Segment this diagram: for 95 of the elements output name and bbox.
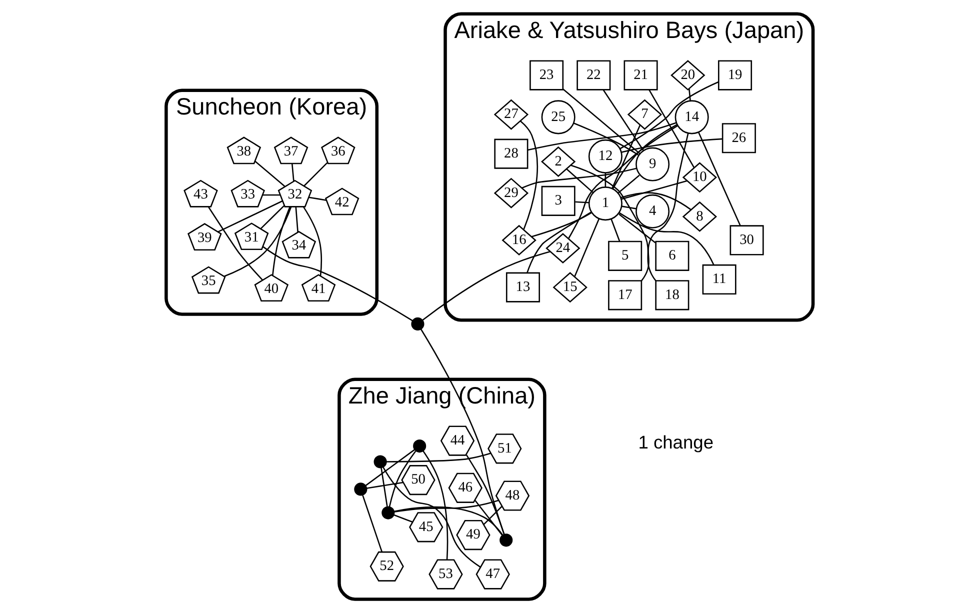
connector xyxy=(380,467,388,506)
node-circle: 12 xyxy=(588,139,622,174)
connector xyxy=(520,120,538,230)
connector xyxy=(573,122,639,156)
connector xyxy=(224,206,292,277)
legend-label: 1 change xyxy=(638,432,714,453)
node-box: 19 xyxy=(718,60,752,90)
connector xyxy=(420,328,504,535)
node-box: 26 xyxy=(721,123,756,154)
connector xyxy=(617,174,640,194)
node-box: 21 xyxy=(623,60,658,90)
connector xyxy=(568,125,678,239)
connector xyxy=(620,180,687,200)
node-box: 17 xyxy=(608,280,642,310)
node-box: 22 xyxy=(576,60,610,90)
node-box: 30 xyxy=(729,225,764,256)
connector xyxy=(208,206,262,280)
connector xyxy=(610,218,620,242)
node-circle xyxy=(373,455,386,468)
node-circle xyxy=(412,439,426,453)
node-box: 23 xyxy=(529,60,564,90)
node-diamond: 10 xyxy=(682,162,717,193)
connector xyxy=(393,514,412,522)
node-circle: 1 xyxy=(588,186,622,221)
connector xyxy=(688,88,690,101)
node-box: 18 xyxy=(654,280,689,310)
node-diamond: 16 xyxy=(501,224,536,256)
connector xyxy=(294,206,298,232)
connector xyxy=(394,500,498,512)
connector xyxy=(382,466,480,568)
connector xyxy=(422,250,550,321)
connector xyxy=(574,201,588,204)
node-diamond: 29 xyxy=(493,178,528,208)
connector xyxy=(254,160,285,187)
connector xyxy=(364,449,414,486)
connector xyxy=(362,495,382,552)
connector xyxy=(302,206,322,276)
connector xyxy=(482,506,502,526)
node-circle xyxy=(499,534,512,547)
connector xyxy=(640,133,688,282)
node-diamond: 15 xyxy=(552,272,587,303)
connector xyxy=(422,450,448,560)
node-box: 13 xyxy=(505,272,540,302)
connector xyxy=(620,138,722,153)
node-box: 3 xyxy=(540,186,575,216)
connector xyxy=(526,211,592,274)
connector xyxy=(618,214,656,244)
node-circle xyxy=(354,482,367,496)
connector xyxy=(262,194,280,196)
connector xyxy=(566,168,594,194)
connector xyxy=(366,482,403,489)
connector xyxy=(303,162,328,186)
node-box: 6 xyxy=(654,240,689,271)
connector xyxy=(619,81,718,150)
connector xyxy=(604,173,606,188)
connector xyxy=(521,168,636,189)
node-circle: 14 xyxy=(674,100,708,134)
node-circle xyxy=(381,506,394,520)
node-diamond: 24 xyxy=(545,233,580,264)
node-diamond: 8 xyxy=(682,201,717,232)
connector xyxy=(272,206,290,276)
node-box: 5 xyxy=(608,240,642,271)
connector xyxy=(570,164,656,282)
connector xyxy=(531,212,592,238)
connector xyxy=(648,89,694,168)
connector xyxy=(611,124,640,189)
connector xyxy=(262,246,412,322)
connector xyxy=(612,124,677,189)
connector xyxy=(394,506,503,536)
connector xyxy=(621,206,636,210)
node-diamond: 20 xyxy=(670,60,705,91)
connector xyxy=(388,450,416,507)
node-diamond: 2 xyxy=(540,146,576,177)
connector xyxy=(290,163,294,182)
connector xyxy=(308,196,326,201)
node-diamond: 7 xyxy=(626,99,662,130)
node-circle: 25 xyxy=(540,100,575,134)
node-box: 28 xyxy=(494,138,528,169)
connector xyxy=(697,132,740,226)
node-circle: 9 xyxy=(635,147,670,182)
node-box: 11 xyxy=(702,264,736,294)
connector xyxy=(620,192,691,210)
connector xyxy=(618,212,714,265)
connector xyxy=(574,218,600,277)
connector xyxy=(527,122,676,151)
node-circle: 4 xyxy=(635,194,670,228)
connector xyxy=(465,454,504,535)
connector xyxy=(562,88,640,154)
connector xyxy=(218,200,282,232)
connector xyxy=(602,90,644,151)
node-circle xyxy=(410,317,424,330)
node-diamond: 27 xyxy=(493,99,528,130)
connector xyxy=(260,205,284,230)
connector xyxy=(386,452,490,462)
connector xyxy=(474,500,502,536)
